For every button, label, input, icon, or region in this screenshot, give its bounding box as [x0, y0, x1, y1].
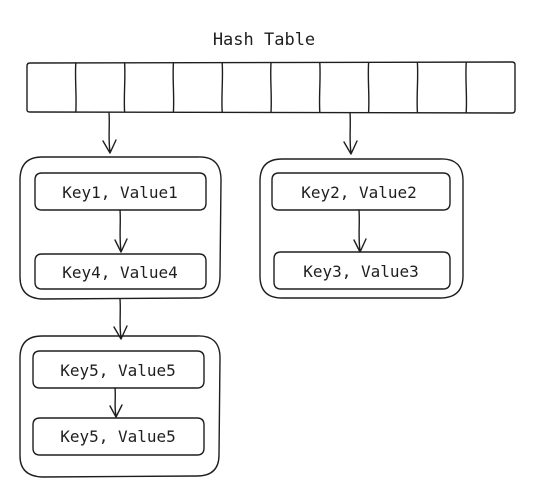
arrow-node-link [109, 387, 123, 418]
hash-table-array [26, 61, 516, 114]
chain-group-b-outline [259, 158, 464, 299]
chain-group-b: Key2, Value2 Key3, Value3 [259, 158, 464, 299]
hash-table-cell-divider [416, 62, 419, 113]
hash-table-array-outline [26, 61, 516, 114]
chain-group-a-outline [19, 156, 222, 300]
hash-table-cell-divider [172, 62, 175, 113]
chain-node-label: Key5, Value5 [60, 427, 176, 446]
chain-node: Key5, Value5 [32, 417, 205, 456]
chain-node: Key4, Value4 [34, 253, 207, 290]
chain-node: Key5, Value5 [32, 350, 205, 389]
chain-node-label: Key2, Value2 [301, 183, 417, 202]
chain-node-label: Key1, Value1 [62, 183, 178, 202]
chain-node: Key3, Value3 [273, 251, 451, 290]
arrow-chain-a-to-chain-c [113, 298, 128, 340]
chain-group-a: Key1, Value1 Key4, Value4 [19, 156, 222, 300]
hash-table-cell-divider [367, 62, 370, 113]
chain-group-c-outline [19, 335, 221, 478]
chain-group-c: Key5, Value5 Key5, Value5 [19, 335, 221, 478]
diagram-title: Hash Table [213, 30, 315, 50]
chain-node-label: Key5, Value5 [60, 361, 176, 380]
arrow-array-to-chain-a [102, 112, 117, 154]
arrow-node-link [353, 209, 367, 253]
arrow-array-to-chain-b [343, 112, 358, 155]
hash-table-cells [74, 62, 468, 113]
chain-node-label: Key3, Value3 [303, 262, 419, 281]
chain-node: Key1, Value1 [34, 172, 207, 211]
hash-table-cell-divider [465, 62, 468, 113]
hash-table-cell-divider [221, 62, 224, 113]
chain-node-label: Key4, Value4 [62, 263, 178, 282]
hash-table-cell-divider [74, 62, 77, 113]
hash-table-cell-divider [318, 62, 321, 113]
hash-table-cell-divider [270, 62, 272, 113]
arrow-node-link [114, 209, 128, 253]
hash-table-cell-divider [123, 62, 126, 113]
chain-node: Key2, Value2 [271, 172, 451, 211]
